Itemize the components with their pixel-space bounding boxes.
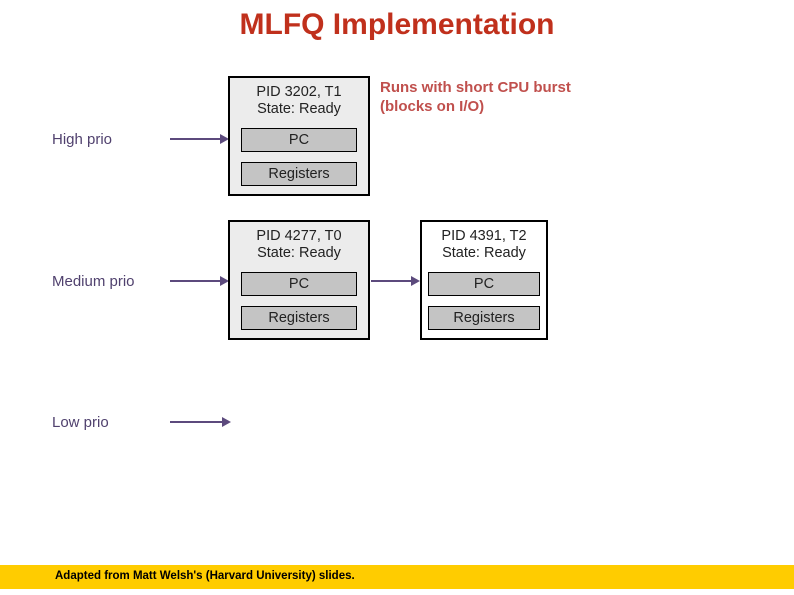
process-field-pc: PC xyxy=(241,128,357,152)
process-pid-line: PID 4277, T0 xyxy=(256,228,342,244)
queue-link-arrow-icon xyxy=(371,275,421,287)
queue-arrow-high-icon xyxy=(170,133,230,145)
process-field-pc: PC xyxy=(241,272,357,296)
process-state-line: State: Ready xyxy=(257,101,341,117)
arrow-shaft xyxy=(170,280,222,282)
arrow-shaft xyxy=(170,138,222,140)
annotation-short-cpu-burst: Runs with short CPU burst (blocks on I/O… xyxy=(380,78,660,116)
queue-label-low: Low prio xyxy=(52,414,109,431)
annotation-line-1: Runs with short CPU burst xyxy=(380,79,571,96)
process-block-header: PID 3202, T1 State: Ready xyxy=(230,78,368,118)
footer-bar xyxy=(0,565,794,589)
queue-arrow-medium-icon xyxy=(170,275,230,287)
process-field-pc: PC xyxy=(428,272,540,296)
process-block-4391[interactable]: PID 4391, T2 State: Ready PC Registers xyxy=(420,220,548,340)
queue-label-medium: Medium prio xyxy=(52,273,135,290)
process-field-registers: Registers xyxy=(241,306,357,330)
arrow-shaft xyxy=(371,280,413,282)
process-state-line: State: Ready xyxy=(442,245,526,261)
arrow-head xyxy=(222,417,231,427)
arrow-head xyxy=(411,276,420,286)
process-pid-line: PID 3202, T1 xyxy=(256,84,342,100)
process-block-4277[interactable]: PID 4277, T0 State: Ready PC Registers xyxy=(228,220,370,340)
process-field-registers: Registers xyxy=(428,306,540,330)
process-block-3202[interactable]: PID 3202, T1 State: Ready PC Registers xyxy=(228,76,370,196)
process-block-header: PID 4391, T2 State: Ready xyxy=(422,222,546,262)
queue-arrow-low-icon xyxy=(170,416,232,428)
arrow-shaft xyxy=(170,421,224,423)
footer-attribution: Adapted from Matt Welsh's (Harvard Unive… xyxy=(55,570,355,582)
annotation-line-2: (blocks on I/O) xyxy=(380,98,485,115)
page-title: MLFQ Implementation xyxy=(239,8,555,41)
process-field-registers: Registers xyxy=(241,162,357,186)
process-state-line: State: Ready xyxy=(257,245,341,261)
process-block-header: PID 4277, T0 State: Ready xyxy=(230,222,368,262)
queue-label-high: High prio xyxy=(52,131,113,148)
process-pid-line: PID 4391, T2 xyxy=(441,228,527,244)
